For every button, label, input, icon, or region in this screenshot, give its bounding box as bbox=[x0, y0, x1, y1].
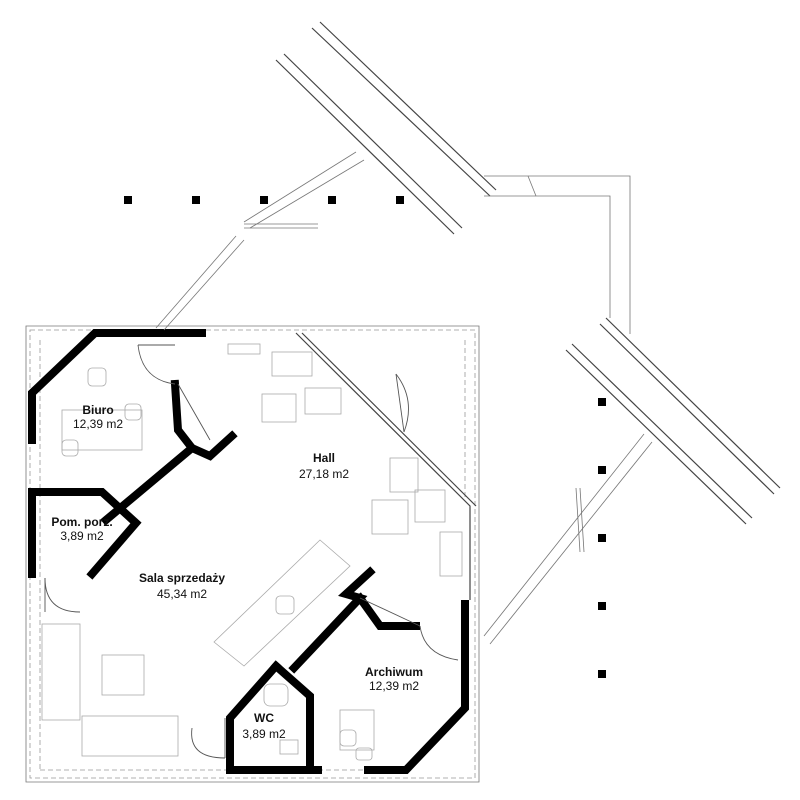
room-label-biuro: Biuro 12,39 m2 bbox=[73, 403, 123, 431]
room-label-hall: Hall 27,18 m2 bbox=[299, 451, 349, 481]
room-area-archiwum: 12,39 m2 bbox=[369, 679, 419, 693]
doors bbox=[44, 344, 459, 759]
canopy-structures bbox=[155, 21, 781, 645]
room-label-wc: WC 3,89 m2 bbox=[242, 711, 286, 741]
room-name-archiwum: Archiwum bbox=[365, 665, 423, 679]
room-area-hall: 27,18 m2 bbox=[299, 467, 349, 481]
room-area-pom-porz: 3,89 m2 bbox=[60, 529, 104, 543]
room-area-wc: 3,89 m2 bbox=[242, 727, 286, 741]
furniture bbox=[41, 343, 463, 761]
room-name-hall: Hall bbox=[313, 451, 335, 465]
room-area-sala: 45,34 m2 bbox=[157, 587, 207, 601]
outer-outline bbox=[25, 325, 480, 783]
bollards bbox=[124, 196, 606, 678]
room-label-archiwum: Archiwum 12,39 m2 bbox=[365, 665, 423, 693]
room-name-wc: WC bbox=[254, 711, 274, 725]
room-label-pom-porz: Pom. porz. 3,89 m2 bbox=[51, 515, 112, 543]
room-name-pom-porz: Pom. porz. bbox=[51, 515, 112, 529]
hall-glass-facade bbox=[295, 332, 477, 600]
room-area-biuro: 12,39 m2 bbox=[73, 417, 123, 431]
walls bbox=[28, 329, 469, 774]
room-label-sala: Sala sprzedaży 45,34 m2 bbox=[139, 571, 225, 601]
room-name-sala: Sala sprzedaży bbox=[139, 571, 225, 585]
room-name-biuro: Biuro bbox=[82, 403, 113, 417]
